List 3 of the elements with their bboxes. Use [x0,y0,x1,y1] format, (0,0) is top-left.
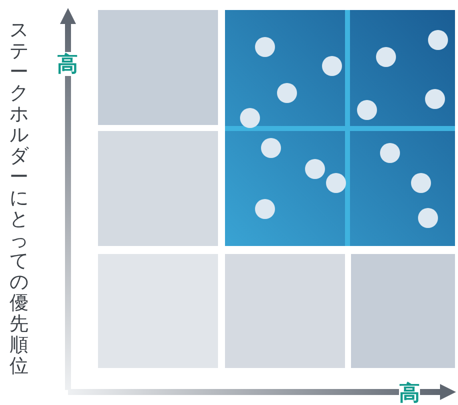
axis-title: ステークホルダーにとっての優先順位 [9,20,29,377]
axis-label: 高 [57,52,78,76]
axis-label: 高 [399,381,420,405]
